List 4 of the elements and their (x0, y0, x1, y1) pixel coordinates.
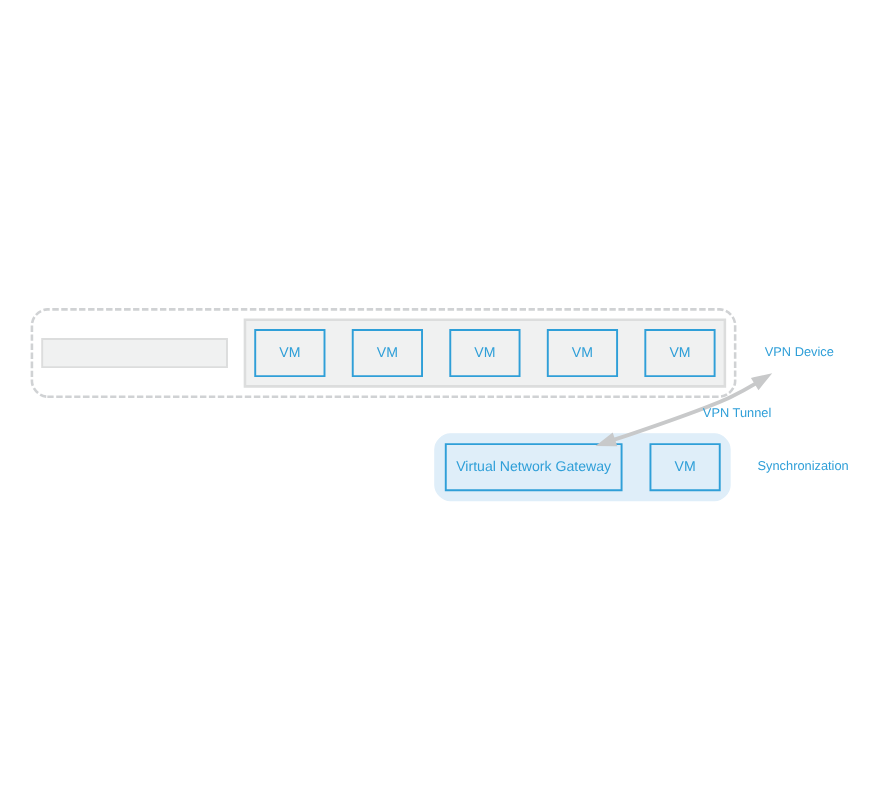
arrow (595, 372, 773, 446)
node-box (41, 336, 228, 368)
cluster (30, 307, 737, 397)
cluster (243, 317, 727, 387)
